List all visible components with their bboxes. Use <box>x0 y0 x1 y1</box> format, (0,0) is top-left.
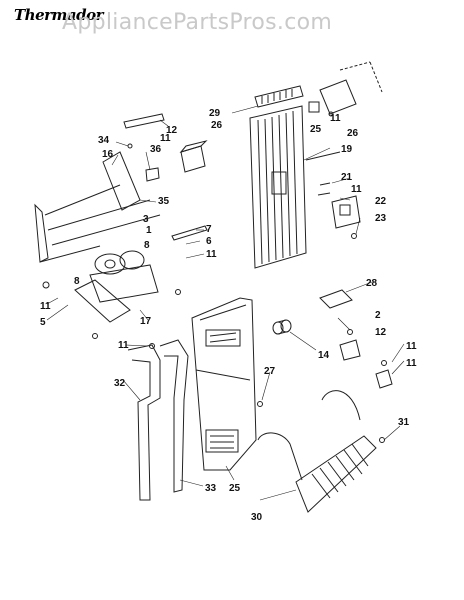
callout-21: 23 <box>375 213 387 224</box>
part-19-box <box>317 182 361 239</box>
callout-29: 29 <box>209 108 221 119</box>
callout-26-top: 26 <box>211 120 223 131</box>
callout-13: 14 <box>318 350 330 361</box>
callout-33: 33 <box>205 483 217 494</box>
callout-2: 2 <box>375 310 381 321</box>
callout-4: 6 <box>206 236 212 247</box>
callout-5: 5 <box>40 317 46 328</box>
callout-34: 34 <box>98 135 110 146</box>
part-29-grille <box>254 85 304 108</box>
callout-7-g: 11 <box>118 340 129 351</box>
callout-6: 8 <box>144 240 150 251</box>
callout-7-e: 11 <box>40 301 51 312</box>
callout-3: 3 <box>143 214 149 225</box>
callout-11: 11 <box>406 358 417 369</box>
callout-22: 25 <box>310 124 322 135</box>
callout-1: 1 <box>146 225 152 236</box>
callout-14: 16 <box>102 149 114 160</box>
part-12-bar <box>123 113 165 149</box>
part-32-rail <box>127 344 161 501</box>
callout-7-c: 11 <box>160 133 171 144</box>
callout-7-b: 11 <box>351 184 362 195</box>
part-36 <box>145 167 160 182</box>
part-30-tray <box>257 390 385 513</box>
brand-logo: Thermador <box>14 6 104 24</box>
part-23-bracket <box>308 61 383 117</box>
part-14-frame <box>34 151 161 263</box>
part-28-block <box>319 289 353 309</box>
callout-7-a: 11 <box>330 113 341 124</box>
callout-6-b: 8 <box>74 276 80 287</box>
callout-27: 27 <box>264 366 276 377</box>
part-25-shroud <box>191 297 263 471</box>
callout-9: 12 <box>375 327 387 338</box>
callout-32: 32 <box>114 378 126 389</box>
callout-16: 17 <box>140 316 152 327</box>
callout-7-d: 11 <box>206 249 217 260</box>
callout-19: 22 <box>375 196 387 207</box>
callout-17: 19 <box>341 144 353 155</box>
part-9-clip <box>339 339 361 361</box>
part-8-rod <box>171 225 208 241</box>
callout-36: 36 <box>150 144 162 155</box>
callout-8: 7 <box>206 224 212 235</box>
part-fan-motor <box>42 250 181 339</box>
callout-35: 35 <box>158 196 170 207</box>
callout-labels: 29 26 25 11 26 19 21 11 22 23 12 11 34 1… <box>40 108 417 523</box>
callout-25: 25 <box>229 483 241 494</box>
callout-31: 31 <box>398 417 410 428</box>
part-33-rail <box>159 339 189 493</box>
callout-23: 26 <box>347 128 359 139</box>
callout-30: 30 <box>251 512 263 523</box>
callout-28: 28 <box>366 278 378 289</box>
part-26-block <box>179 140 208 173</box>
watermark: AppliancePartsPros.com <box>62 10 333 35</box>
part-13-cylinder <box>272 319 292 335</box>
callout-18: 21 <box>341 172 353 183</box>
callout-12: 12 <box>166 125 178 136</box>
part-17-panel <box>249 105 341 269</box>
callout-7-f: 11 <box>406 341 417 352</box>
part-11-clip <box>375 369 393 389</box>
